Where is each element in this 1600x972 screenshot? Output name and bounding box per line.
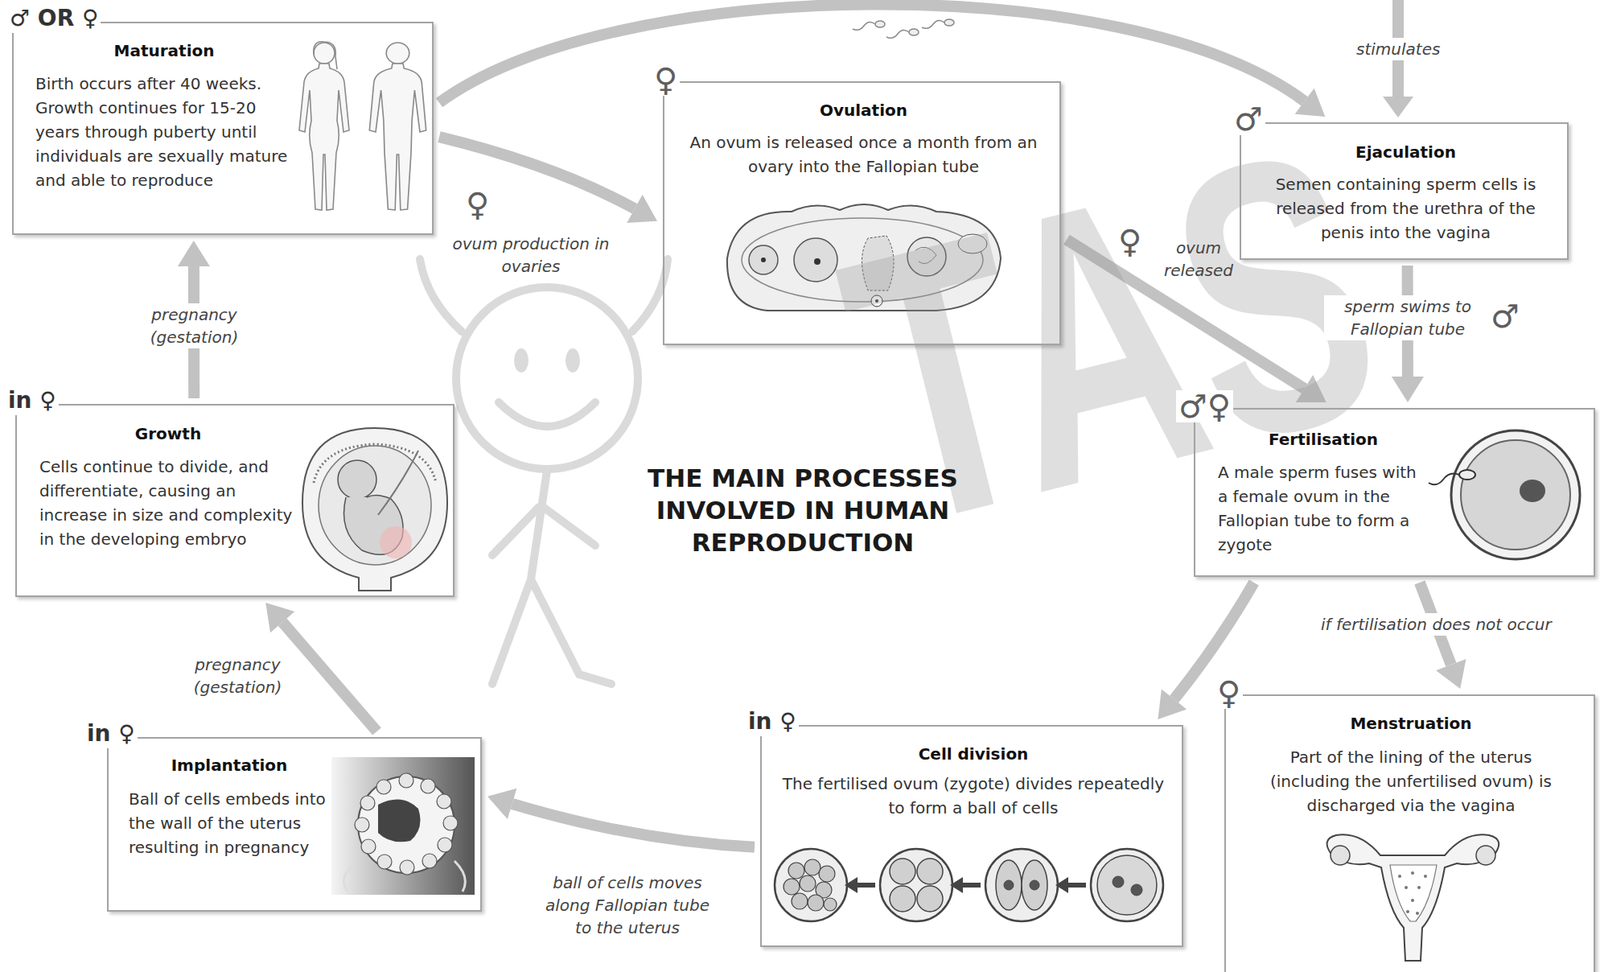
arrow-head [1157, 689, 1187, 720]
arrow-line [512, 803, 755, 848]
process-box: ♂♀FertilisationA male sperm fuses with a… [1193, 407, 1596, 577]
arrow-connector [265, 602, 377, 732]
flow-label: sperm swims to Fallopian tube [1324, 295, 1492, 341]
ovum-sperm-drawing [1428, 430, 1580, 560]
flow-label: stimulates [1353, 37, 1444, 61]
process-box: in ♀ImplantationBall of cells embeds int… [106, 736, 482, 912]
sex-symbol: ♂ [1231, 102, 1266, 136]
process-box: ♂EjaculationSemen containing sperm cells… [1239, 122, 1569, 260]
arrow-head [626, 194, 658, 223]
arrow-connector [439, 136, 658, 223]
process-box: in ♀GrowthCells continue to divide, and … [15, 403, 455, 597]
box-heading: Maturation [35, 39, 293, 62]
box-description: The fertilised ovum (zygote) divides rep… [777, 771, 1169, 820]
arrow-head [177, 240, 210, 267]
arrow-line [282, 621, 377, 732]
arrow-connector [487, 788, 755, 848]
box-description: Ball of cells embeds into the wall of th… [128, 786, 330, 860]
box-heading: Cell division [777, 742, 1169, 766]
cell-division-drawing [774, 848, 1164, 922]
arrow-head [1391, 376, 1424, 403]
embryo-drawing [302, 427, 448, 591]
flow-label: if fertilisation does not occur [1317, 612, 1555, 636]
box-description: Semen containing sperm cells is released… [1252, 172, 1559, 245]
sperm-cells [852, 19, 955, 38]
arrow-connector [1419, 582, 1467, 689]
arrow-head [1435, 658, 1466, 689]
box-heading: Ejaculation [1252, 140, 1559, 164]
flow-label: ovum released [1154, 236, 1243, 282]
sex-symbol: ♂ [1490, 300, 1520, 333]
flow-label: ovum production in ovaries [450, 232, 612, 278]
box-heading: Menstruation [1250, 711, 1572, 735]
box-heading: Ovulation [680, 98, 1047, 122]
title-text: THE MAIN PROCESSES INVOLVED IN HUMAN REP… [625, 461, 980, 559]
flow-label: pregnancy (gestation) [136, 303, 252, 349]
process-box: ♀OvulationAn ovum is released once a mon… [662, 81, 1062, 346]
implantation-drawing [331, 756, 475, 895]
sex-symbol: ♀ [651, 63, 680, 96]
box-heading: Fertilisation [1217, 427, 1429, 451]
process-box: ♀MenstruationPart of the lining of the u… [1224, 694, 1596, 972]
male-figure [369, 42, 426, 210]
sex-symbol: ♀ [465, 188, 490, 221]
arrow-head [1382, 96, 1414, 118]
box-description: Part of the lining of the uterus (includ… [1250, 744, 1572, 818]
box-heading: Growth [39, 422, 297, 445]
sex-symbol: ♀ [1118, 225, 1142, 258]
box-description: Cells continue to divide, and differenti… [39, 454, 297, 552]
sex-symbol: in ♀ [84, 719, 138, 749]
uterus-drawing [1327, 834, 1500, 961]
box-description: An ovum is released once a month from an… [680, 130, 1047, 179]
sex-symbol: ♀ [1214, 676, 1243, 709]
flow-label: pregnancy (gestation) [183, 653, 293, 699]
arrow-connector [439, 4, 1325, 117]
arrow-connector [1157, 582, 1254, 720]
box-description: A male sperm fuses with a female ovum in… [1217, 460, 1429, 557]
box-description: Birth occurs after 40 weeks. Growth cont… [35, 71, 293, 193]
sex-symbol: ♂ OR ♀ [7, 4, 101, 33]
process-box: ♂ OR ♀MaturationBirth occurs after 40 we… [12, 21, 434, 235]
female-figure [299, 41, 350, 210]
sex-symbol: ♂♀ [1176, 390, 1234, 423]
box-heading: Implantation [128, 753, 330, 777]
arrow-head [265, 602, 295, 633]
process-box: in ♀Cell divisionThe fertilised ovum (zy… [760, 724, 1184, 947]
cartoon-eyes [514, 348, 580, 373]
flow-label: ball of cells moves along Fallopian tube… [534, 871, 720, 939]
sex-symbol: in ♀ [745, 707, 799, 737]
cartoon-figure [419, 259, 668, 684]
arrow-head [487, 788, 517, 819]
arrow-line [439, 4, 1305, 103]
sex-symbol: in ♀ [5, 386, 59, 416]
